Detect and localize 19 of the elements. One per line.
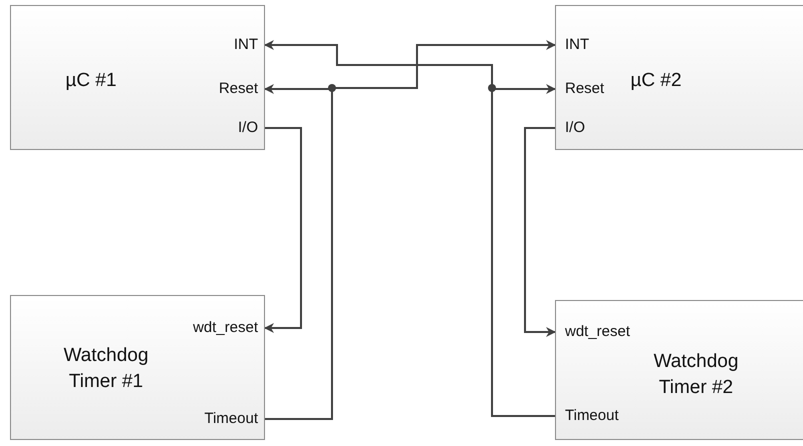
pin-label: INT bbox=[565, 36, 590, 54]
signal-line bbox=[524, 127, 556, 337]
block-box bbox=[555, 300, 803, 440]
block-box bbox=[10, 5, 265, 150]
block-box bbox=[555, 5, 803, 150]
signal-line bbox=[264, 127, 302, 333]
block-title: Watchdog Timer #2 bbox=[652, 350, 740, 400]
pin-label: Reset bbox=[218, 80, 258, 98]
pin-label: Reset bbox=[565, 80, 604, 98]
pin-label: wdt_reset bbox=[192, 319, 258, 337]
pin-label: I/O bbox=[238, 119, 258, 137]
block-title: µC #1 bbox=[64, 69, 118, 93]
pin-label: wdt_reset bbox=[565, 323, 630, 341]
block-title: Watchdog Timer #1 bbox=[62, 344, 150, 394]
pin-label: Timeout bbox=[565, 407, 619, 425]
pin-label: I/O bbox=[565, 119, 586, 137]
block-box bbox=[10, 295, 265, 440]
pin-label: Timeout bbox=[204, 410, 258, 428]
pin-label: INT bbox=[234, 36, 258, 54]
